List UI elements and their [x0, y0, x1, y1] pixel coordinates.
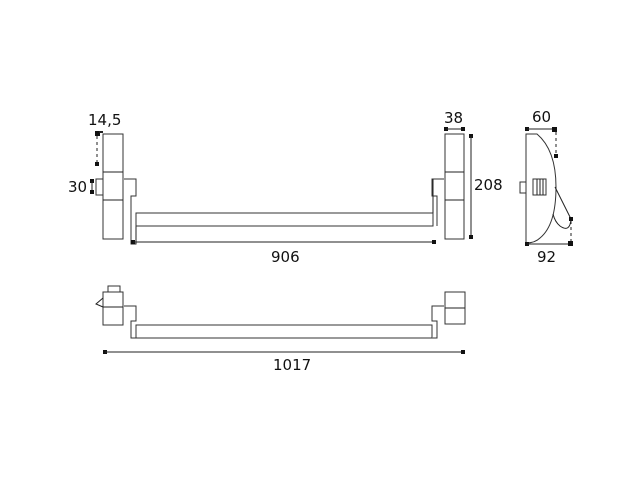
- left-latch-tab: [95, 178, 104, 196]
- dim-height-label: 208: [474, 176, 503, 194]
- dim-total-depth-label: 92: [537, 248, 556, 266]
- dim-bar-length-label: 906: [271, 248, 300, 266]
- top-left-latch: [95, 297, 104, 308]
- top-left-block: [102, 291, 124, 326]
- dim-left-width-label: 14,5: [88, 111, 121, 129]
- top-cap: [107, 285, 121, 293]
- dim-total-length-label: 1017: [273, 356, 311, 374]
- right-end-block: [444, 133, 465, 240]
- dim-right-width-label: 38: [444, 109, 463, 127]
- left-bracket: [124, 178, 137, 245]
- push-bar: [135, 212, 434, 227]
- dim-top-depth-label: 60: [532, 108, 551, 126]
- side-view: 60 92: [519, 108, 573, 266]
- front-view: 14,5 30 38 208 906: [68, 109, 503, 266]
- side-lever: [552, 186, 572, 229]
- side-tab: [519, 181, 527, 194]
- right-bracket: [431, 178, 444, 226]
- top-push-bar: [135, 324, 433, 339]
- top-left-bracket: [124, 305, 137, 339]
- left-end-block: [102, 133, 124, 240]
- top-right-bracket: [431, 305, 444, 339]
- top-view: 1017: [95, 285, 466, 374]
- dim-tab-height-label: 30: [68, 178, 87, 196]
